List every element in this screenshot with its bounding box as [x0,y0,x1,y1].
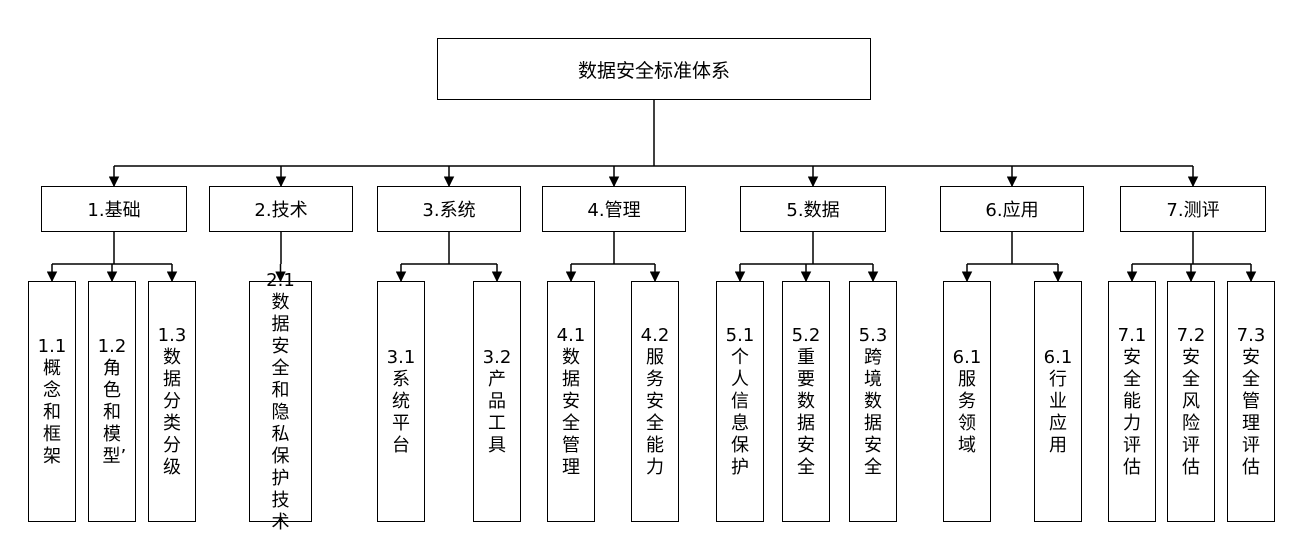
leaf-number: 7.3 [1236,324,1266,346]
category-node-2: 2.技术 [209,186,353,232]
category-node-6: 6.应用 [940,186,1084,232]
category-node-3: 3.系统 [377,186,521,232]
category-label: 2.技术 [254,200,308,221]
leaf-number: 7.1 [1117,324,1147,346]
leaf-number: 1.3 [157,324,187,346]
leaf-text: 概念和框架 [42,357,61,467]
leaf-text: 安全能力评估 [1122,346,1141,478]
leaf-text: 安全风险评估 [1181,346,1200,478]
category-label: 5.数据 [786,200,840,221]
leaf-number: 4.2 [640,324,670,346]
leaf-number: 6.1 [952,346,982,368]
leaf-text: 跨境数据安全 [863,346,882,478]
leaf-text: 系统平台 [391,368,410,456]
leaf-number: 6.1 [1043,346,1073,368]
category-label: 1.基础 [87,200,141,221]
leaf-number: 7.2 [1176,324,1206,346]
root-label: 数据安全标准体系 [577,59,730,82]
leaf-text: 服务安全能力 [645,346,664,478]
leaf-text: 行业应用 [1048,368,1067,456]
leaf-number: 5.3 [858,324,888,346]
category-node-1: 1.基础 [41,186,187,232]
leaf-number: 1.2 [97,335,127,357]
leaf-text: 重要数据安全 [796,346,815,478]
leaf-text: 数据分类分级 [162,346,181,478]
category-node-4: 4.管理 [542,186,686,232]
category-label: 7.测评 [1166,200,1220,221]
category-label: 6.应用 [985,200,1039,221]
root-node: 数据安全标准体系 [437,38,871,100]
leaf-number: 1.1 [37,335,67,357]
leaf-number: 2.1 [266,269,295,291]
leaf-number: 5.2 [791,324,821,346]
leaf-text: 数据安全管理 [561,346,580,478]
leaf-text: 个人信息保护 [730,346,749,478]
leaf-number: 3.2 [482,346,512,368]
leaf-text: 产品工具 [487,368,506,456]
category-label: 4.管理 [587,200,641,221]
leaf-text: 服务领域 [957,368,976,456]
leaf-number: 3.1 [386,346,416,368]
leaf-text: 数据安全和隐私保护技术 [271,291,290,533]
category-label: 3.系统 [422,200,476,221]
category-node-5: 5.数据 [740,186,886,232]
leaf-text: 角色和模型’ [102,357,127,467]
leaf-text: 安全管理评估 [1241,346,1260,478]
category-node-7: 7.测评 [1120,186,1266,232]
leaf-number: 4.1 [556,324,586,346]
leaf-number: 5.1 [725,324,755,346]
